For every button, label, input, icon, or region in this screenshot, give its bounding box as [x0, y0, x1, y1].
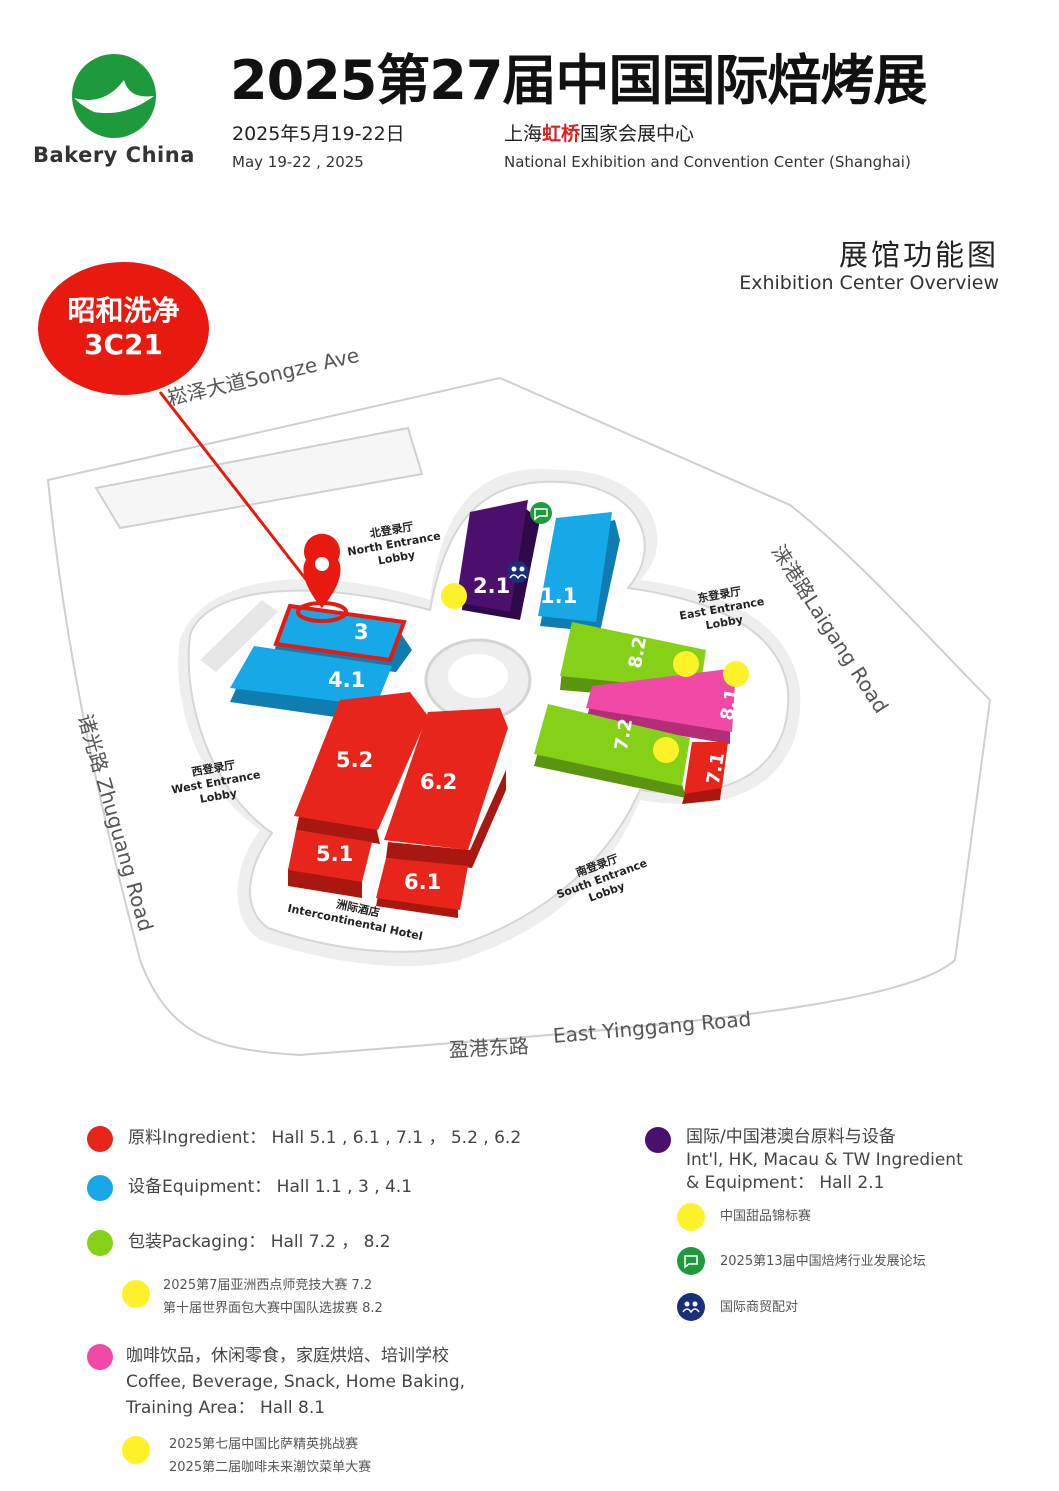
legend-dessert-dot — [677, 1203, 705, 1231]
legend-packaging: 包装Packaging： Hall 7.2 ， 8.2 — [128, 1232, 391, 1252]
legend-matchmaking: 国际商贸配对 — [720, 1300, 799, 1315]
hall-7.1 — [684, 742, 728, 794]
hall-2.1 — [456, 500, 528, 612]
hall-4.1-label: 4.1 — [328, 668, 366, 692]
hall-3-label: 3 — [354, 620, 369, 644]
hall-5.2 — [294, 692, 428, 830]
legend-forum: 2025第13届中国焙烤行业发展论坛 — [720, 1254, 926, 1269]
date-en: May 19-22 , 2025 — [232, 153, 364, 171]
hall-6.1-label: 6.1 — [404, 870, 442, 894]
legend-packaging-dot — [87, 1230, 113, 1256]
parking-strip — [94, 426, 424, 530]
legend-international-dot — [645, 1127, 671, 1153]
matchmaking-icon — [677, 1293, 705, 1321]
venue-cn-post: 国家会展中心 — [580, 123, 695, 145]
hall-6.1 — [376, 858, 468, 910]
booth-callout: 昭和洗净 3C21 — [38, 262, 209, 395]
hall-4.1 — [230, 646, 392, 706]
page-title: 2025第27届中国国际焙烤展 — [230, 49, 927, 112]
event-dot-2.1 — [441, 583, 467, 609]
event-dot-8.2 — [673, 651, 699, 677]
hall-1.1-label: 1.1 — [540, 584, 578, 608]
hall-5.1-label: 5.1 — [316, 842, 354, 866]
road-south-label-cn: 盈港东路 — [448, 1033, 530, 1062]
legend-coffee-events-dot — [122, 1436, 150, 1464]
callout-pointer-line — [158, 391, 324, 601]
callout-company: 昭和洗净 — [67, 294, 180, 327]
venue-cn: 上海虹桥国家会展中心 — [504, 119, 694, 146]
hall-8.2 — [560, 622, 706, 690]
hall-8.1 — [586, 668, 736, 732]
legend-packaging-events: 2025第7届亚洲西点师竞技大赛 7.2 第十届世界面包大赛中国队选拔赛 8.2 — [163, 1278, 383, 1316]
legend-international: 国际/中国港澳台原料与设备 Int'l, HK, Macau & TW Ingr… — [686, 1127, 963, 1193]
overview-title-en: Exhibition Center Overview — [739, 272, 999, 294]
hall-6.2 — [384, 708, 508, 850]
legend-ingredient-dot — [87, 1126, 113, 1152]
overview-title-cn: 展馆功能图 — [838, 238, 999, 272]
forum-icon — [677, 1247, 705, 1275]
venue-cn-highlight: 虹桥 — [542, 123, 581, 145]
legend-ingredient: 原料Ingredient： Hall 5.1 , 6.1 , 7.1 ， 5.2… — [128, 1128, 522, 1148]
date-cn: 2025年5月19-22日 — [232, 123, 405, 145]
hall-5.1 — [288, 830, 372, 882]
legend-packaging-events-dot — [122, 1280, 150, 1308]
callout-booth: 3C21 — [84, 328, 163, 361]
hall-7.2 — [534, 704, 690, 786]
hall-5.2-label: 5.2 — [336, 748, 374, 772]
legend-coffee-dot — [87, 1344, 113, 1370]
venue-cn-pre: 上海 — [504, 123, 543, 145]
legend-coffee-events: 2025第七届中国比萨精英挑战赛 2025第二届咖啡未来潮饮菜单大赛 — [169, 1437, 372, 1475]
brand-name: Bakery China — [33, 143, 195, 167]
event-dot-7.2 — [653, 737, 679, 763]
venue-en: National Exhibition and Convention Cente… — [504, 153, 911, 171]
hall-6.2-label: 6.2 — [420, 770, 458, 794]
legend-dessert: 中国甜品锦标赛 — [720, 1209, 812, 1224]
legend-coffee: 咖啡饮品，休闲零食，家庭烘焙、培训学校 Coffee, Beverage, Sn… — [126, 1346, 466, 1418]
legend-equipment-dot — [87, 1175, 113, 1201]
event-dot-8.1 — [723, 661, 749, 687]
matchmaking-icon-map — [507, 561, 529, 583]
forum-icon-map — [530, 502, 552, 524]
hall-2.1-label: 2.1 — [473, 574, 511, 598]
legend-equipment: 设备Equipment： Hall 1.1 , 3 , 4.1 — [128, 1177, 413, 1197]
hall-1.1 — [538, 512, 612, 622]
